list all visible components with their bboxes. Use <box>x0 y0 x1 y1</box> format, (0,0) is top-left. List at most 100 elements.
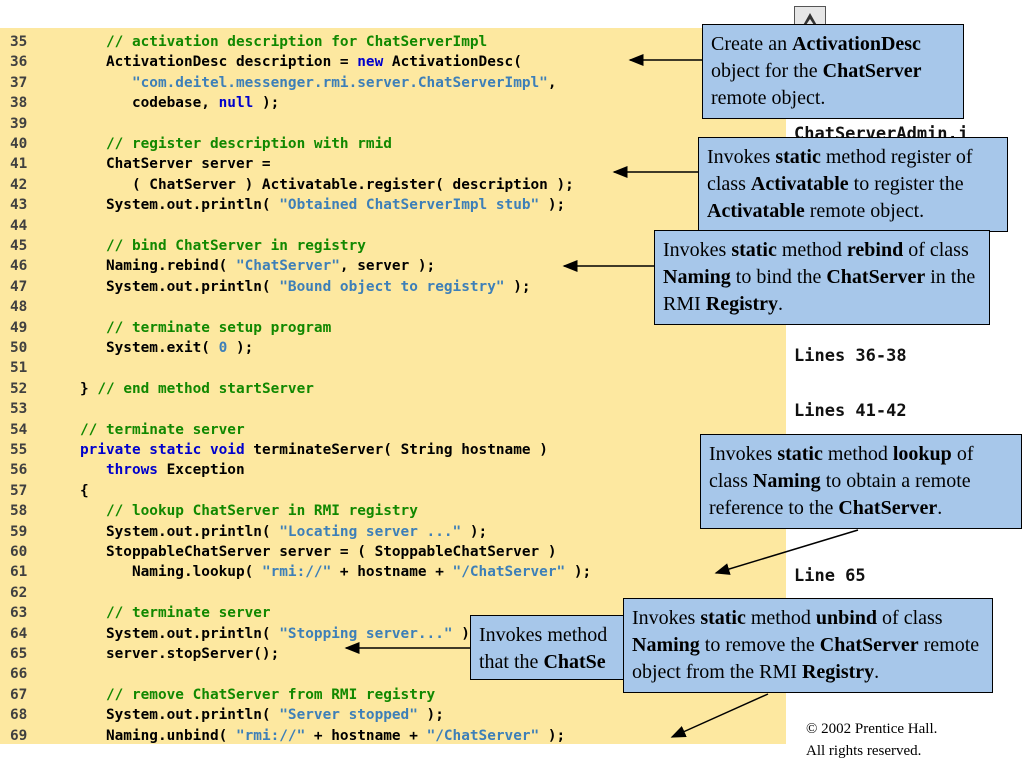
code-token: // register description with rmid <box>105 136 392 152</box>
code-token: ); <box>417 707 444 724</box>
line-number: 37 <box>10 74 28 91</box>
line-number: 67 <box>10 686 28 703</box>
line-number: 40 <box>10 136 28 152</box>
code-text: codebase, null ); <box>54 93 279 113</box>
code-text: // register description with rmid <box>54 134 392 154</box>
code-token: // remove ChatServer from RMI registry <box>105 686 436 703</box>
code-token: // terminate server <box>80 421 245 438</box>
line-number: 50 <box>10 340 28 356</box>
callout-text: ActivationDesc <box>792 33 921 55</box>
callout-text: ChatSe <box>543 651 606 673</box>
code-token: , <box>547 74 557 91</box>
callout-text: object for the <box>711 60 823 82</box>
callout-text: Naming <box>663 266 731 288</box>
callout-text: that the <box>479 651 544 673</box>
callout-text: . <box>778 293 783 315</box>
callout-text: Invokes <box>709 443 778 465</box>
code-token: "/ChatServer" <box>426 727 540 744</box>
callout-rebind: Invokes static method rebind of class Na… <box>654 230 990 325</box>
code-token: System.out.println( <box>54 278 280 295</box>
callout-text: remote object from the RMI <box>632 634 980 683</box>
code-text: System.exit( 0 ); <box>54 338 253 358</box>
code-text: // remove ChatServer from RMI registry <box>54 685 435 705</box>
code-token: "Locating server ..." <box>279 523 462 540</box>
code-token: "Obtained ChatServerImpl stub" <box>279 197 540 214</box>
code-token <box>54 136 106 152</box>
line-number: 61 <box>10 564 28 581</box>
callout-text: Activatable <box>707 200 805 222</box>
code-text: // bind ChatServer in registry <box>54 236 366 256</box>
callout-text: Invokes <box>707 146 776 168</box>
code-token: ); <box>461 523 488 540</box>
callout-text: of class <box>877 607 943 629</box>
callout-text: Naming <box>752 470 821 492</box>
code-token: // terminate setup program <box>105 319 332 336</box>
line-number: 42 <box>10 176 28 193</box>
line-number: 38 <box>10 95 28 112</box>
code-token: Naming.unbind( <box>54 727 236 744</box>
callout-text: Registry <box>705 293 778 315</box>
code-token: ActivationDesc description = <box>54 54 358 71</box>
callout-text: to remove the <box>699 634 820 656</box>
callout-text: in the RMI <box>663 266 976 315</box>
line-number: 56 <box>10 462 28 479</box>
code-text: Naming.unbind( "rmi://" + hostname + "/C… <box>54 726 565 746</box>
callout-text: remote object. <box>804 200 925 222</box>
code-text: Naming.rebind( "ChatServer", server ); <box>54 256 435 276</box>
line-number: 52 <box>10 380 28 397</box>
line-number: 57 <box>10 482 28 499</box>
code-token: codebase, <box>54 95 219 112</box>
code-text: } // end method startServer <box>54 379 314 399</box>
code-text: // terminate setup program <box>54 318 331 338</box>
line-number: 43 <box>10 197 28 214</box>
callout-text: static <box>775 146 821 168</box>
callout-text: ChatServer <box>822 60 922 82</box>
code-token: { <box>54 482 89 499</box>
code-token: server.stopServer(); <box>54 646 280 662</box>
code-token: "com.deitel.messenger.rmi.server.ChatSer… <box>131 74 548 91</box>
copyright-line-2: All rights reserved. <box>806 743 922 759</box>
line-number: 53 <box>10 401 28 418</box>
callout-text: ChatServer <box>819 634 919 656</box>
callout-text: to obtain a remote reference to the <box>709 470 971 519</box>
code-token: new <box>357 54 384 71</box>
code-token: 0 <box>218 340 228 356</box>
code-token: "rmi://" <box>235 727 306 744</box>
callout-text: of class <box>709 443 974 492</box>
code-text: throws Exception <box>54 460 245 480</box>
code-token: terminateServer( String hostname ) <box>244 442 548 458</box>
code-text: // terminate server <box>54 420 245 440</box>
callout-text: rebind <box>846 239 904 261</box>
callout-text: static <box>700 607 746 629</box>
line-number: 59 <box>10 523 28 540</box>
code-text: { <box>54 481 89 501</box>
line-number: 35 <box>10 34 28 50</box>
callout-text: remote object. <box>711 87 826 109</box>
code-token <box>54 687 106 703</box>
code-token <box>54 238 106 254</box>
code-token: ); <box>565 564 592 581</box>
code-text: // lookup ChatServer in RMI registry <box>54 501 418 521</box>
callout-activation-desc: Create an ActivationDesc object for the … <box>702 24 964 119</box>
line-number: 66 <box>10 666 28 683</box>
code-token: ); <box>504 278 531 295</box>
line-number: 39 <box>10 115 28 132</box>
line-number: 69 <box>10 727 28 744</box>
code-token <box>54 605 106 621</box>
line-number: 46 <box>10 258 28 275</box>
code-token <box>54 462 106 478</box>
code-token: // terminate server <box>105 605 271 622</box>
callout-text: Registry <box>801 661 875 683</box>
code-token: System.out.println( <box>54 197 280 214</box>
code-text: System.out.println( "Stopping server..."… <box>54 624 479 644</box>
code-token: // bind ChatServer in registry <box>105 238 366 254</box>
code-token: // lookup ChatServer in RMI registry <box>105 503 418 520</box>
code-text: ChatServer server = <box>54 154 271 174</box>
callout-text: lookup <box>892 443 952 465</box>
code-text: StoppableChatServer server = ( Stoppable… <box>54 542 557 562</box>
line-number: 64 <box>10 625 28 642</box>
callout-text: Invokes <box>632 607 701 629</box>
code-token: "Server stopped" <box>279 707 418 724</box>
code-token: // activation description for ChatServer… <box>105 34 488 50</box>
code-token: "rmi://" <box>261 564 332 581</box>
